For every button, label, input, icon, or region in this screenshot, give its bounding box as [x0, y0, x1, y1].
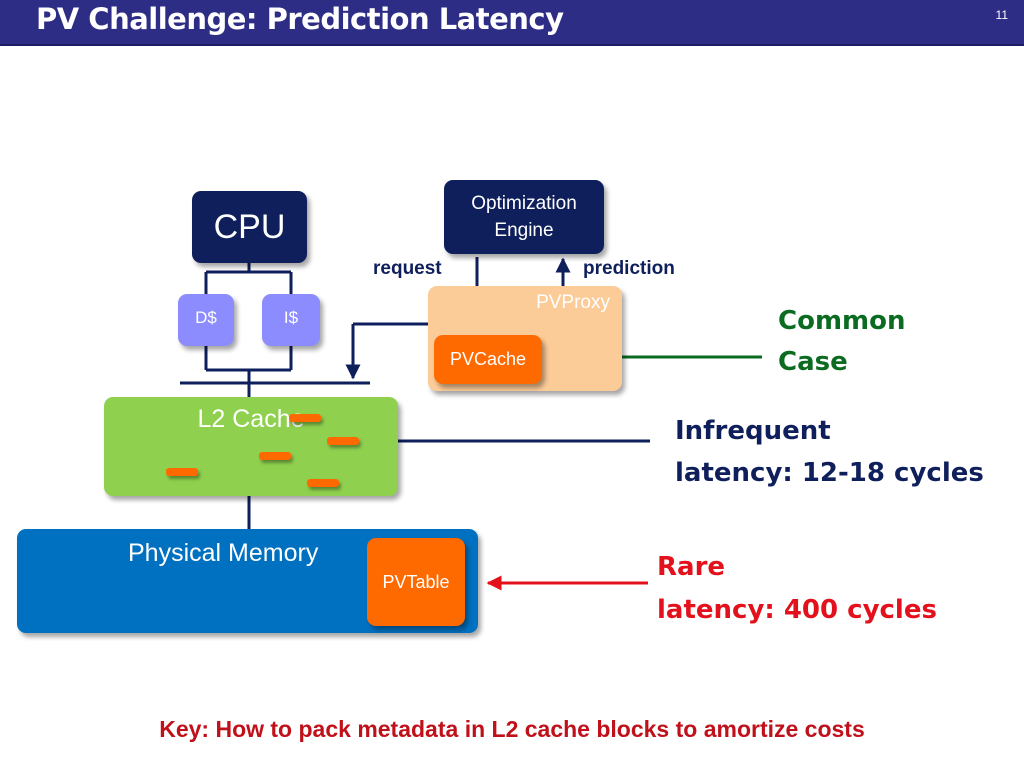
rare-line2: latency: 400 cycles [657, 595, 937, 625]
page-number: 11 [995, 8, 1008, 22]
icache-label: I$ [283, 308, 299, 327]
optimization-engine-label-line1: Optimization [471, 193, 577, 214]
physical-memory-label: Physical Memory [128, 539, 319, 567]
cpu-label: CPU [213, 207, 286, 246]
rare-line1: Rare [657, 552, 726, 582]
pvtable-label: PVTable [382, 571, 450, 592]
optimization-engine-label-line2: Engine [494, 220, 554, 241]
pvproxy-label: PVProxy [536, 292, 610, 313]
prediction-label: prediction [583, 258, 675, 279]
infrequent-line2: latency: 12-18 cycles [675, 458, 984, 488]
pvtable-box: PVTable [367, 538, 465, 626]
common-case-line1: Common [778, 306, 906, 336]
dcache-box: D$ [178, 294, 234, 346]
request-label: request [373, 258, 442, 279]
metadata-block [327, 437, 359, 445]
key-footnote: Key: How to pack metadata in L2 cache bl… [159, 716, 865, 742]
optimization-engine-box: Optimization Engine [444, 180, 604, 254]
pvcache-label: PVCache [449, 349, 527, 369]
l2-cache-label: L2 Cache [197, 405, 305, 433]
slide-title: PV Challenge: Prediction Latency [36, 2, 564, 36]
dcache-label: D$ [195, 308, 217, 327]
common-case-line2: Case [778, 347, 848, 377]
metadata-block [166, 468, 198, 476]
icache-box: I$ [262, 294, 320, 346]
l2-cache-box: L2 Cache [104, 397, 398, 496]
metadata-block [259, 452, 291, 460]
slide-header: PV Challenge: Prediction Latency 11 [0, 0, 1024, 46]
cpu-box: CPU [192, 191, 307, 263]
metadata-block [289, 414, 321, 422]
metadata-block [307, 479, 339, 487]
infrequent-line1: Infrequent [675, 416, 831, 446]
pvcache-box: PVCache [434, 335, 542, 384]
